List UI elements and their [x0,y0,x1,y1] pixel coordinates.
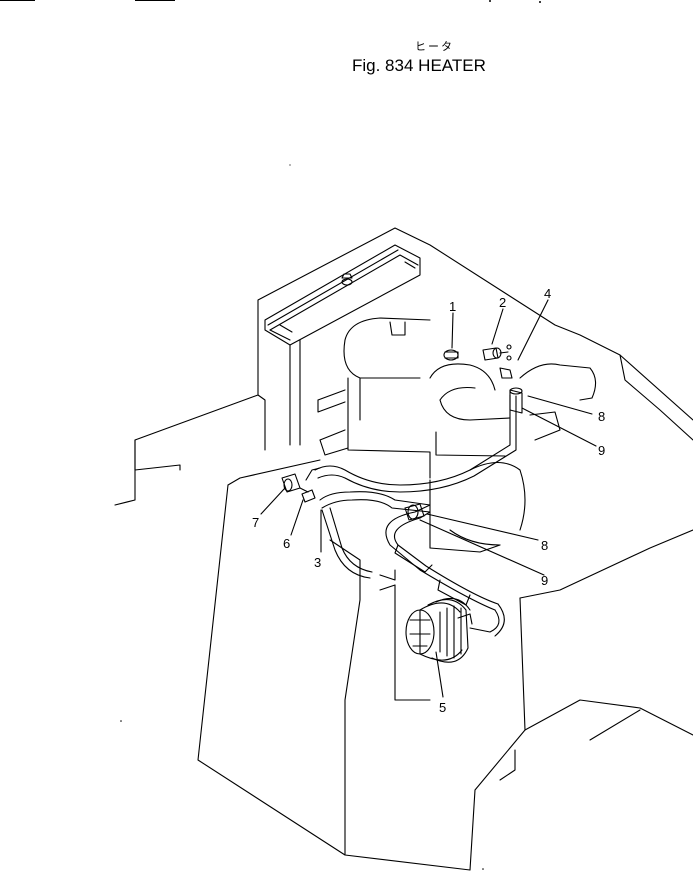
callout-labels: 1 2 4 8 9 7 6 3 8 9 5 [252,286,605,715]
callout-4: 4 [544,286,551,301]
title-japanese: ヒータ [415,40,454,53]
machine-body-outline [114,227,693,871]
callout-1: 1 [449,299,456,314]
hose-clamps [404,503,425,521]
callout-2: 2 [499,295,506,310]
callout-8-lower: 8 [541,538,548,553]
heater-unit [379,584,473,701]
callout-3: 3 [314,555,321,570]
scan-specks [120,0,541,870]
top-left-rule [0,0,35,1]
callout-9-lower: 9 [541,573,548,588]
callout-9-upper: 9 [598,443,605,458]
callout-5: 5 [439,700,446,715]
left-fittings [281,467,321,503]
figure-name: HEATER [418,56,486,75]
callout-7: 7 [252,515,259,530]
callout-8-upper: 8 [598,409,605,424]
heater-hoses [314,394,517,637]
engine-block [317,317,597,553]
radiator-cover [264,244,421,446]
figure-number: Fig. 834 [352,56,414,75]
leader-lines [260,299,597,698]
valve-fittings-top [443,344,523,414]
top-left-rule-2 [135,0,175,1]
figure-title: Fig. 834 HEATER [352,56,486,76]
callout-6: 6 [283,536,290,551]
